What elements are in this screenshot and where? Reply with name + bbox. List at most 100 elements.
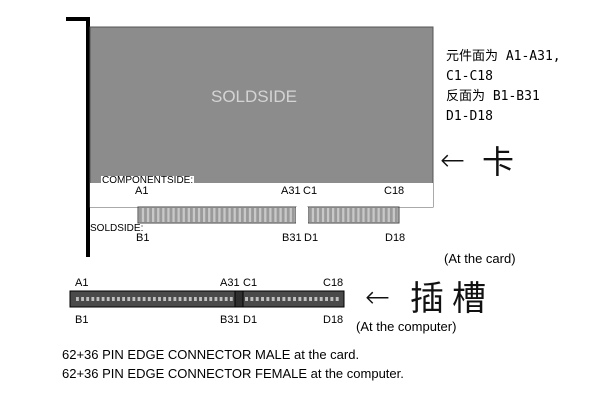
slot-contact [298, 297, 302, 301]
slot-pin-b31: B31 [220, 314, 240, 326]
mounting-bracket [86, 17, 90, 257]
slot-contact [188, 297, 192, 301]
slot-contact [81, 297, 84, 301]
edge-finger [266, 208, 270, 222]
slot-contact [255, 297, 259, 301]
edge-finger [144, 208, 147, 222]
slot-contact [330, 297, 334, 301]
note-line-3: 反面为 B1-B31 [446, 89, 540, 104]
board-title: SOLDSIDE [211, 87, 297, 106]
edge-finger [139, 208, 142, 222]
edge-finger [329, 208, 333, 222]
slot-contact [214, 297, 218, 301]
edge-finger [281, 208, 285, 222]
edge-finger [256, 208, 260, 222]
slot-pin-c1: C1 [243, 277, 258, 289]
slot-contact [76, 297, 79, 301]
edge-finger [344, 208, 348, 222]
slot-contact [282, 297, 286, 301]
edge-finger [246, 208, 249, 222]
edge-finger [334, 208, 338, 222]
card-pin-b31: B31 [282, 232, 302, 244]
slot-contact [158, 297, 161, 301]
card-caption: (At the card) [444, 251, 516, 266]
note-line-4: D1-D18 [446, 109, 493, 124]
slot-contact [293, 297, 296, 301]
edge-finger [205, 208, 209, 222]
slot-contact [314, 297, 318, 301]
slot-contact [96, 297, 100, 301]
edge-finger [389, 208, 393, 222]
edge-finger [230, 208, 234, 222]
edge-fingers-c-d [307, 206, 400, 224]
slot-contact [127, 297, 131, 301]
edge-finger [379, 208, 383, 222]
slot-pin-d18: D18 [323, 314, 344, 326]
slot-caption: (At the computer) [356, 319, 457, 334]
edge-finger [251, 208, 254, 222]
edge-finger [286, 208, 290, 222]
edge-finger [369, 208, 373, 222]
note-line-2: C1-C18 [446, 69, 493, 84]
slot-contact [277, 297, 280, 301]
slot-contact [271, 297, 275, 301]
edge-finger [174, 208, 178, 222]
slot-key [234, 290, 244, 308]
slot-contact [219, 297, 223, 301]
slot-contact [106, 297, 110, 301]
slot-contact [178, 297, 182, 301]
slot-contact [287, 297, 291, 301]
slot-contact [137, 297, 141, 301]
slot-contact [183, 297, 187, 301]
edge-finger [154, 208, 158, 222]
edge-finger [195, 208, 198, 222]
edge-finger [314, 208, 317, 222]
edge-finger [261, 208, 265, 222]
slot-contact [147, 297, 151, 301]
slot-contact [250, 297, 254, 301]
slot-handwritten: 插槽 [410, 279, 494, 319]
card-handwritten: 卡 [482, 143, 515, 181]
slot-contact [163, 297, 167, 301]
card-pin-c18: C18 [384, 185, 405, 197]
slot-contact [142, 297, 146, 301]
slot-contact [132, 297, 136, 301]
slot-pin-b1: B1 [75, 314, 89, 326]
edge-finger [235, 208, 239, 222]
slot-contact [101, 297, 105, 301]
edge-finger [169, 208, 173, 222]
edge-finger [276, 208, 280, 222]
slot-contact [319, 297, 323, 301]
edge-finger [339, 208, 343, 222]
slot-contact [229, 297, 233, 301]
slot-contact [173, 297, 177, 301]
card-arrow: ← [440, 143, 466, 178]
slot-pin-a31: A31 [220, 277, 240, 289]
edge-finger [374, 208, 378, 222]
edge-finger [164, 208, 168, 222]
key-notch [296, 207, 308, 225]
edge-finger [240, 208, 244, 222]
edge-finger [159, 208, 163, 222]
slot-contact [303, 297, 307, 301]
edge-finger [200, 208, 203, 222]
slot-contact [193, 297, 197, 301]
edge-finger [220, 208, 224, 222]
slot-contact [266, 297, 270, 301]
slot-contact [209, 297, 213, 301]
component-side-strip [90, 183, 433, 207]
footer-line-1: 62+36 PIN EDGE CONNECTOR MALE at the car… [62, 347, 360, 362]
edge-finger [189, 208, 193, 222]
slot-contacts [76, 297, 339, 301]
edge-finger [210, 208, 214, 222]
edge-finger [271, 208, 275, 222]
card-pin-c1: C1 [303, 185, 318, 197]
card-pin-d1: D1 [304, 232, 319, 244]
slot-contact [117, 297, 120, 301]
edge-finger [309, 208, 312, 222]
card-pin-a1: A1 [135, 185, 149, 197]
slot-contact [204, 297, 208, 301]
component-side-label: COMPONENTSIDE: [101, 175, 195, 186]
edge-finger [225, 208, 229, 222]
edge-fingers-a-b [137, 206, 297, 224]
